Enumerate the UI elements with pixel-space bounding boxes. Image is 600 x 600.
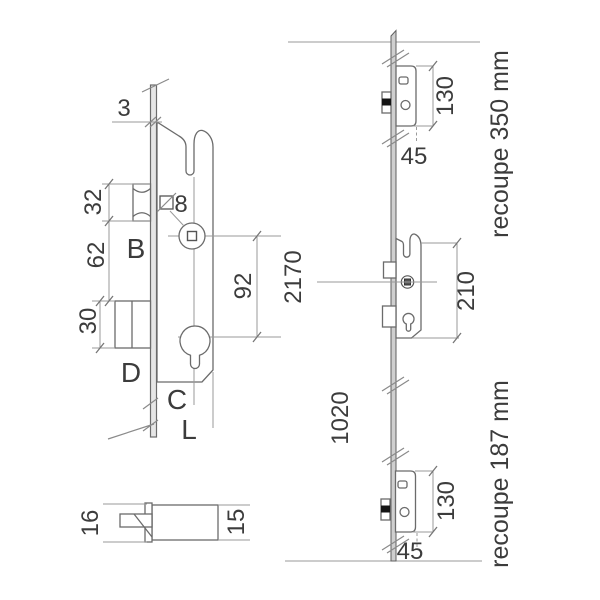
lock-case-outline — [156, 120, 214, 383]
latch-detail-dim-lines — [103, 503, 250, 543]
centre-deadbolt — [381, 305, 397, 328]
bottom-keeper — [380, 470, 417, 533]
keeper-slot — [398, 76, 409, 85]
keeper-hole — [400, 99, 411, 111]
top-keeper — [381, 65, 417, 127]
rail-break-marks — [381, 49, 410, 554]
dim-top-keeper-height: 130 — [432, 76, 459, 116]
label-deadbolt-d: D — [121, 357, 141, 388]
dim-centre-case-height: 210 — [453, 271, 480, 311]
note-top-trim: recoupe 350 mm — [486, 50, 514, 238]
centre-lock-case — [381, 233, 422, 339]
dim-spindle-to-cylinder: 92 — [230, 273, 257, 300]
dimension-labels: 3 32 B 62 30 D 8 92 C L 16 15 130 45 rec… — [75, 50, 514, 568]
deadbolt-block — [114, 300, 152, 349]
dim-top-keeper-offset: 45 — [401, 143, 428, 170]
front-view-drawing — [92, 78, 281, 440]
dim-deadbolt-height: 30 — [75, 308, 102, 335]
label-latch-b: B — [127, 233, 146, 264]
dim-bottom-keeper-offset: 45 — [397, 538, 424, 565]
front-view-break-marks — [107, 78, 170, 440]
centre-latch — [382, 261, 397, 279]
centre-keyhole — [402, 312, 415, 332]
note-bottom-trim: recoupe 187 mm — [486, 380, 514, 568]
dim-latch-projection: 16 — [77, 510, 104, 537]
centerlines — [168, 177, 281, 428]
dim-overall-length: 2170 — [280, 250, 307, 303]
dim-latch-height: 32 — [80, 189, 107, 216]
dim-latch-to-deadbolt: 62 — [83, 242, 110, 269]
latch-body — [151, 504, 219, 541]
rail-view-dim-ticks — [428, 60, 462, 538]
label-length-l: L — [181, 414, 197, 445]
keeper-hole — [399, 506, 410, 518]
spindle-hole — [178, 222, 206, 250]
rail-view-dim-lines — [317, 65, 459, 533]
dim-spindle-square: 8 — [174, 191, 187, 218]
dim-faceplate-thickness: 3 — [117, 95, 130, 122]
euro-cylinder-hole — [179, 325, 211, 370]
dim-body-height: 15 — [223, 509, 250, 536]
dim-bottom-keeper-height: 130 — [433, 481, 460, 521]
rail-view-drawing — [285, 29, 482, 562]
faceplate-strip — [149, 84, 158, 438]
latch-block — [132, 183, 152, 222]
rail-view-dashed-lines — [416, 127, 418, 548]
label-case-c: C — [167, 384, 187, 415]
latch-detail-drawing — [103, 502, 250, 543]
front-view-dim-ticks — [95, 178, 262, 354]
roller-band — [381, 505, 390, 513]
keeper-slot — [397, 480, 408, 489]
latch-bolt — [119, 513, 153, 528]
roller-band — [382, 98, 391, 106]
square-symbol — [156, 192, 185, 227]
dim-lower-section-length: 1020 — [327, 391, 354, 444]
latch-bevel — [133, 513, 153, 538]
front-view-dim-lines — [92, 121, 258, 349]
rail-faceplate — [390, 29, 397, 562]
